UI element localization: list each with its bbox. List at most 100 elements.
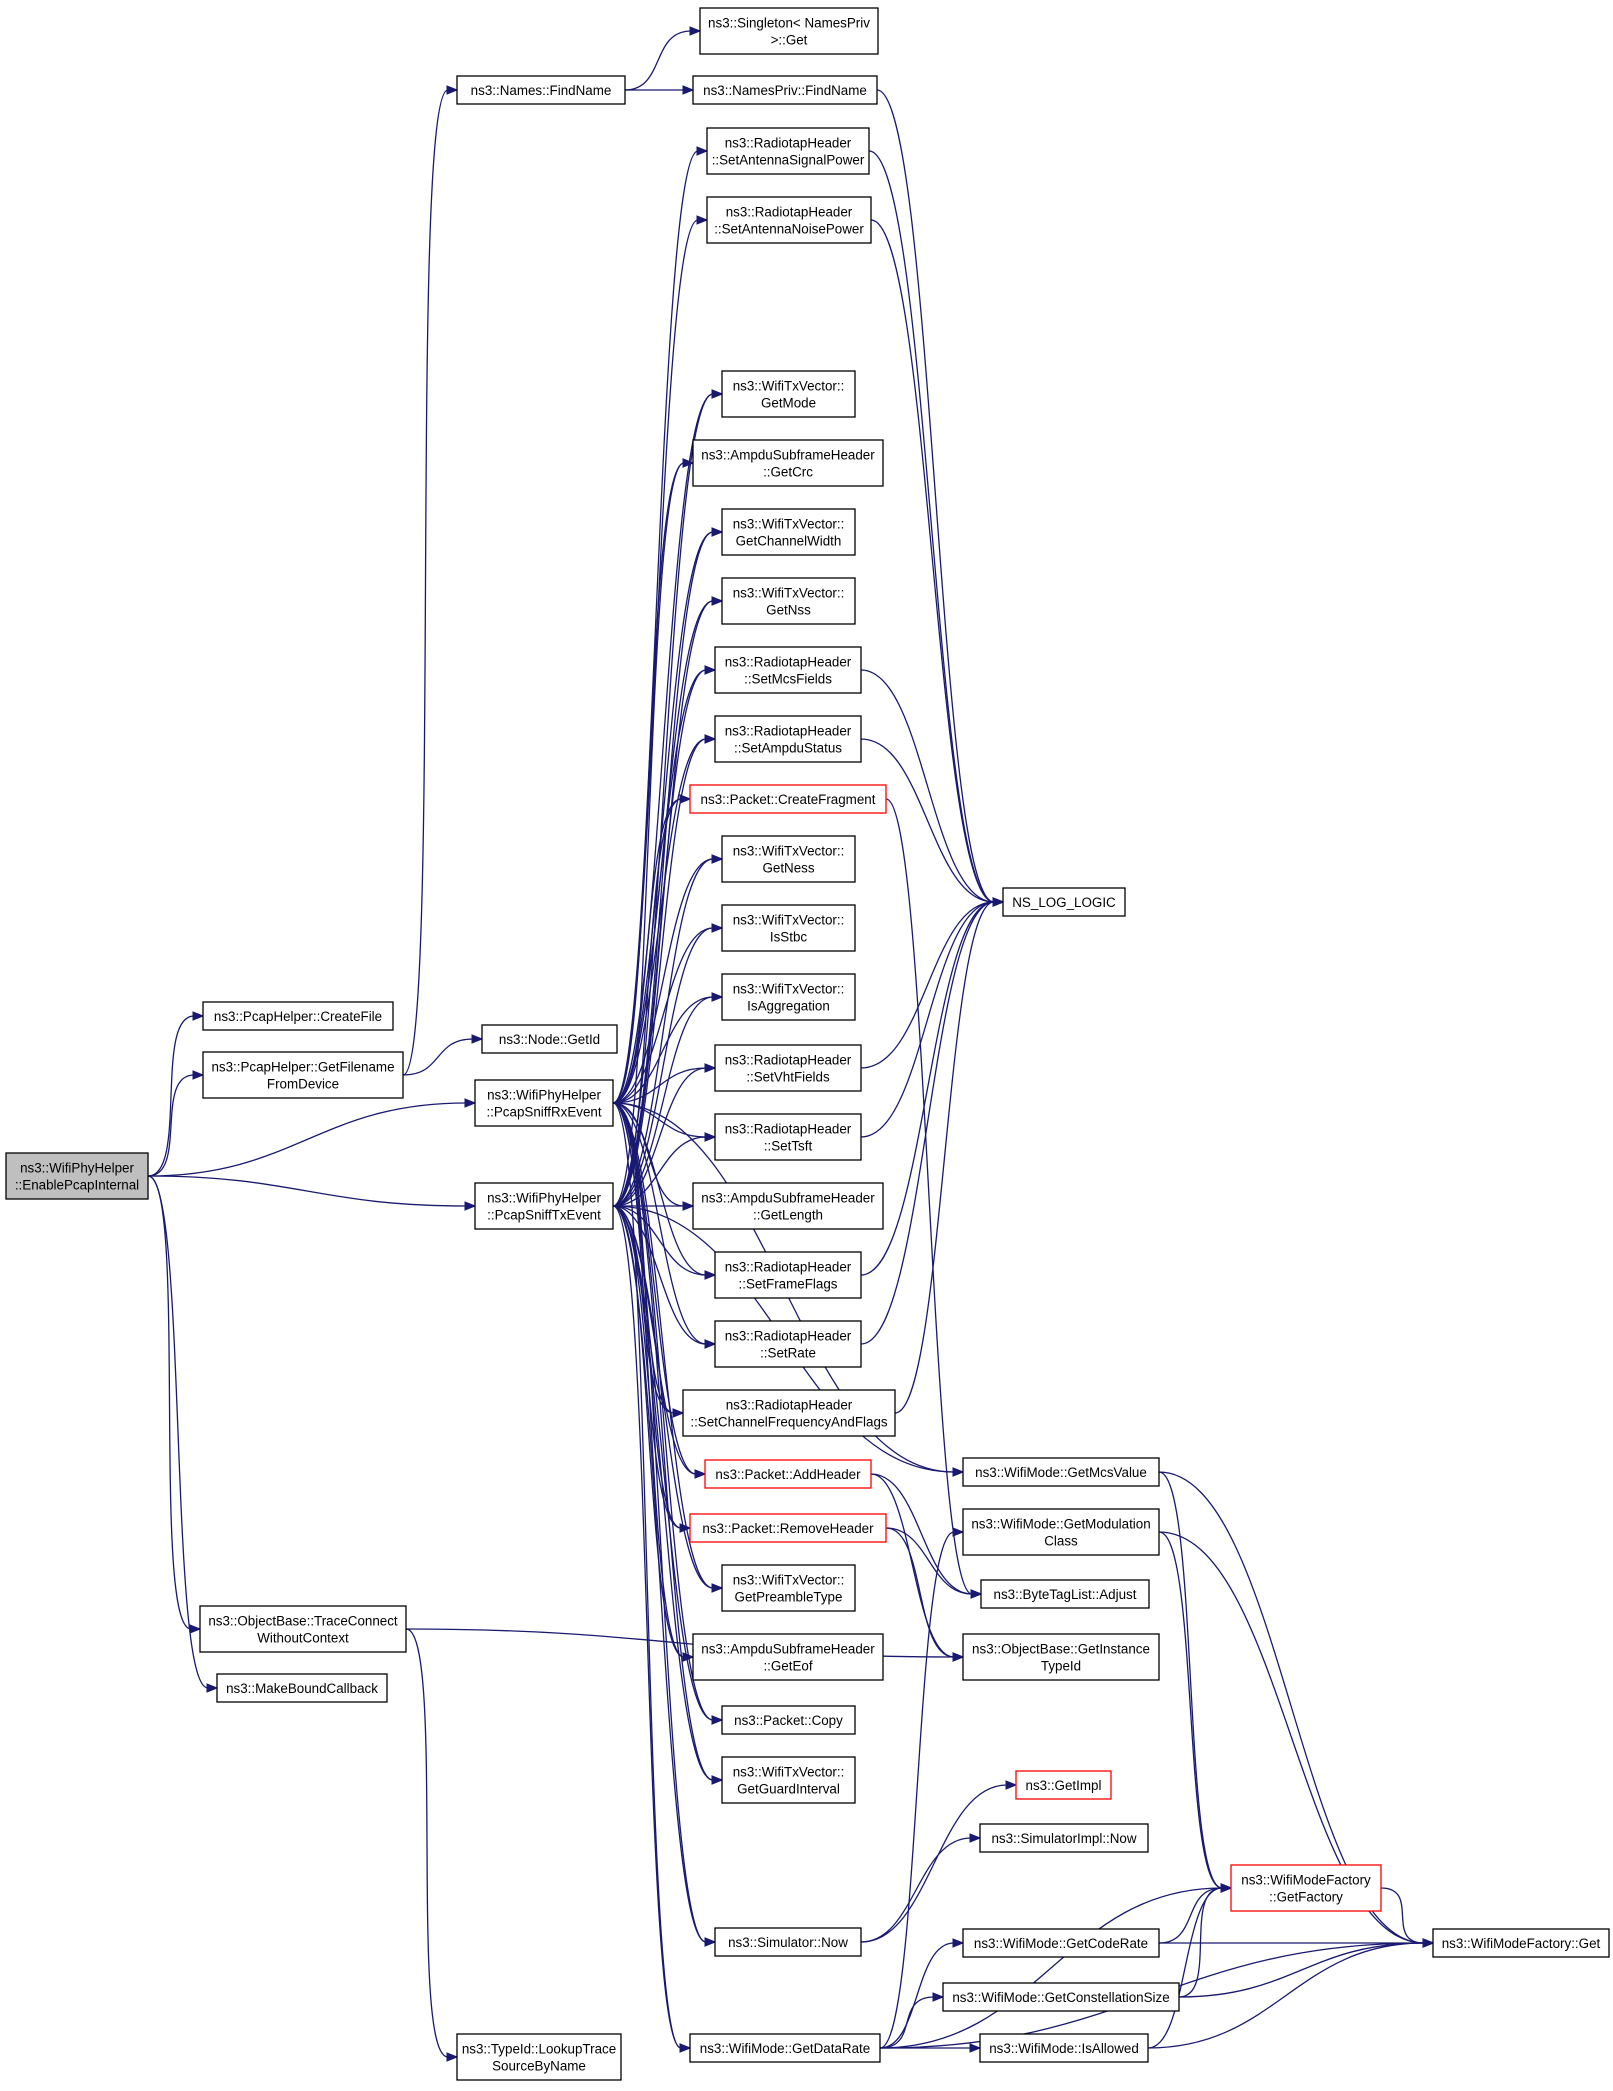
node-traceconnect[interactable]: ns3::ObjectBase::TraceConnectWithoutCont… [199, 1605, 407, 1653]
node-box-setantsig[interactable] [706, 127, 870, 175]
node-box-getfilename[interactable] [202, 1051, 404, 1099]
node-box-bytetag[interactable] [980, 1579, 1150, 1609]
node-txevent[interactable]: ns3::WifiPhyHelper::PcapSniffTxEvent [474, 1182, 614, 1230]
node-getcoderate[interactable]: ns3::WifiMode::GetCodeRate [962, 1928, 1160, 1958]
node-getconst[interactable]: ns3::WifiMode::GetConstellationSize [942, 1982, 1180, 2012]
node-getness[interactable]: ns3::WifiTxVector::GetNess [721, 835, 856, 883]
node-addheader[interactable]: ns3::Packet::AddHeader [704, 1459, 872, 1489]
node-box-traceconnect[interactable] [199, 1605, 407, 1653]
node-box-getconst[interactable] [942, 1982, 1180, 2012]
node-nslog[interactable]: NS_LOG_LOGIC [1002, 887, 1126, 917]
node-setampdu[interactable]: ns3::RadiotapHeader::SetAmpduStatus [714, 715, 862, 763]
node-box-getpreamble[interactable] [721, 1564, 856, 1612]
node-getnss[interactable]: ns3::WifiTxVector::GetNss [721, 577, 856, 625]
node-setmcs[interactable]: ns3::RadiotapHeader::SetMcsFields [714, 646, 862, 694]
node-box-getfactory[interactable] [1230, 1864, 1382, 1912]
node-box-txevent[interactable] [474, 1182, 614, 1230]
node-getmode[interactable]: ns3::WifiTxVector::GetMode [721, 370, 856, 418]
node-copy[interactable]: ns3::Packet::Copy [721, 1705, 856, 1735]
node-getimpl[interactable]: ns3::GetImpl [1015, 1770, 1112, 1800]
node-box-lookup[interactable] [456, 2033, 622, 2081]
node-box-setframe[interactable] [714, 1251, 862, 1299]
node-setvht[interactable]: ns3::RadiotapHeader::SetVhtFields [714, 1044, 862, 1092]
node-box-getdatarate[interactable] [689, 2033, 881, 2063]
node-createfrag[interactable]: ns3::Packet::CreateFragment [689, 784, 887, 814]
node-setchan[interactable]: ns3::RadiotapHeader::SetChannelFrequency… [682, 1389, 896, 1437]
node-isaggr[interactable]: ns3::WifiTxVector::IsAggregation [721, 973, 856, 1021]
node-box-namespriv[interactable] [692, 75, 878, 105]
node-namespriv[interactable]: ns3::NamesPriv::FindName [692, 75, 878, 105]
node-box-addheader[interactable] [704, 1459, 872, 1489]
node-box-getcoderate[interactable] [962, 1928, 1160, 1958]
node-root[interactable]: ns3::WifiPhyHelper::EnablePcapInternal [5, 1152, 149, 1200]
node-getmcsval[interactable]: ns3::WifiMode::GetMcsValue [962, 1457, 1160, 1487]
node-box-getcrc[interactable] [692, 439, 884, 487]
node-settsft[interactable]: ns3::RadiotapHeader::SetTsft [714, 1113, 862, 1161]
node-getfactory[interactable]: ns3::WifiModeFactory::GetFactory [1230, 1864, 1382, 1912]
node-box-setvht[interactable] [714, 1044, 862, 1092]
node-getguard[interactable]: ns3::WifiTxVector::GetGuardInterval [721, 1756, 856, 1804]
node-box-getimpl[interactable] [1015, 1770, 1112, 1800]
node-box-isallowed[interactable] [979, 2033, 1149, 2063]
node-box-setampdu[interactable] [714, 715, 862, 763]
node-box-isaggr[interactable] [721, 973, 856, 1021]
node-findname[interactable]: ns3::Names::FindName [456, 75, 626, 105]
node-box-simnow[interactable] [714, 1927, 862, 1957]
node-box-geteof[interactable] [692, 1633, 884, 1681]
node-getdatarate[interactable]: ns3::WifiMode::GetDataRate [689, 2033, 881, 2063]
node-makebound[interactable]: ns3::MakeBoundCallback [216, 1673, 388, 1703]
node-box-settsft[interactable] [714, 1113, 862, 1161]
node-factoryget[interactable]: ns3::WifiModeFactory::Get [1432, 1928, 1610, 1958]
node-bytetag[interactable]: ns3::ByteTagList::Adjust [980, 1579, 1150, 1609]
node-box-copy[interactable] [721, 1705, 856, 1735]
node-getid[interactable]: ns3::Node::GetId [481, 1024, 618, 1054]
node-isallowed[interactable]: ns3::WifiMode::IsAllowed [979, 2033, 1149, 2063]
node-box-root[interactable] [5, 1152, 149, 1200]
node-box-getid[interactable] [481, 1024, 618, 1054]
node-setantnoise[interactable]: ns3::RadiotapHeader::SetAntennaNoisePowe… [706, 196, 872, 244]
node-setrate[interactable]: ns3::RadiotapHeader::SetRate [714, 1320, 862, 1368]
node-box-removeheader[interactable] [689, 1513, 887, 1543]
node-box-getguard[interactable] [721, 1756, 856, 1804]
node-rxevent[interactable]: ns3::WifiPhyHelper::PcapSniffRxEvent [474, 1079, 614, 1127]
node-box-isstbc[interactable] [721, 904, 856, 952]
node-box-createfile[interactable] [202, 1001, 394, 1031]
node-box-setmcs[interactable] [714, 646, 862, 694]
node-box-findname[interactable] [456, 75, 626, 105]
node-box-rxevent[interactable] [474, 1079, 614, 1127]
node-box-getmode[interactable] [721, 370, 856, 418]
node-box-makebound[interactable] [216, 1673, 388, 1703]
node-box-factoryget[interactable] [1432, 1928, 1610, 1958]
node-box-createfrag[interactable] [689, 784, 887, 814]
node-simimplnow[interactable]: ns3::SimulatorImpl::Now [979, 1823, 1149, 1853]
node-isstbc[interactable]: ns3::WifiTxVector::IsStbc [721, 904, 856, 952]
node-setframe[interactable]: ns3::RadiotapHeader::SetFrameFlags [714, 1251, 862, 1299]
node-getcrc[interactable]: ns3::AmpduSubframeHeader::GetCrc [692, 439, 884, 487]
node-box-getlength[interactable] [692, 1182, 884, 1230]
node-singleton[interactable]: ns3::Singleton< NamesPriv>::Get [699, 7, 879, 55]
node-removeheader[interactable]: ns3::Packet::RemoveHeader [689, 1513, 887, 1543]
node-box-getchw[interactable] [721, 508, 856, 556]
node-box-simimplnow[interactable] [979, 1823, 1149, 1853]
node-box-setrate[interactable] [714, 1320, 862, 1368]
node-geteof[interactable]: ns3::AmpduSubframeHeader::GetEof [692, 1633, 884, 1681]
node-getlength[interactable]: ns3::AmpduSubframeHeader::GetLength [692, 1182, 884, 1230]
node-box-getness[interactable] [721, 835, 856, 883]
node-box-nslog[interactable] [1002, 887, 1126, 917]
node-box-getmodclass[interactable] [962, 1508, 1160, 1556]
node-createfile[interactable]: ns3::PcapHelper::CreateFile [202, 1001, 394, 1031]
node-box-setantnoise[interactable] [706, 196, 872, 244]
node-getpreamble[interactable]: ns3::WifiTxVector::GetPreambleType [721, 1564, 856, 1612]
node-box-getmcsval[interactable] [962, 1457, 1160, 1487]
node-getchw[interactable]: ns3::WifiTxVector::GetChannelWidth [721, 508, 856, 556]
node-box-getinstance[interactable] [962, 1633, 1160, 1681]
node-setantsig[interactable]: ns3::RadiotapHeader::SetAntennaSignalPow… [706, 127, 870, 175]
node-simnow[interactable]: ns3::Simulator::Now [714, 1927, 862, 1957]
node-box-setchan[interactable] [682, 1389, 896, 1437]
node-box-singleton[interactable] [699, 7, 879, 55]
node-box-getnss[interactable] [721, 577, 856, 625]
